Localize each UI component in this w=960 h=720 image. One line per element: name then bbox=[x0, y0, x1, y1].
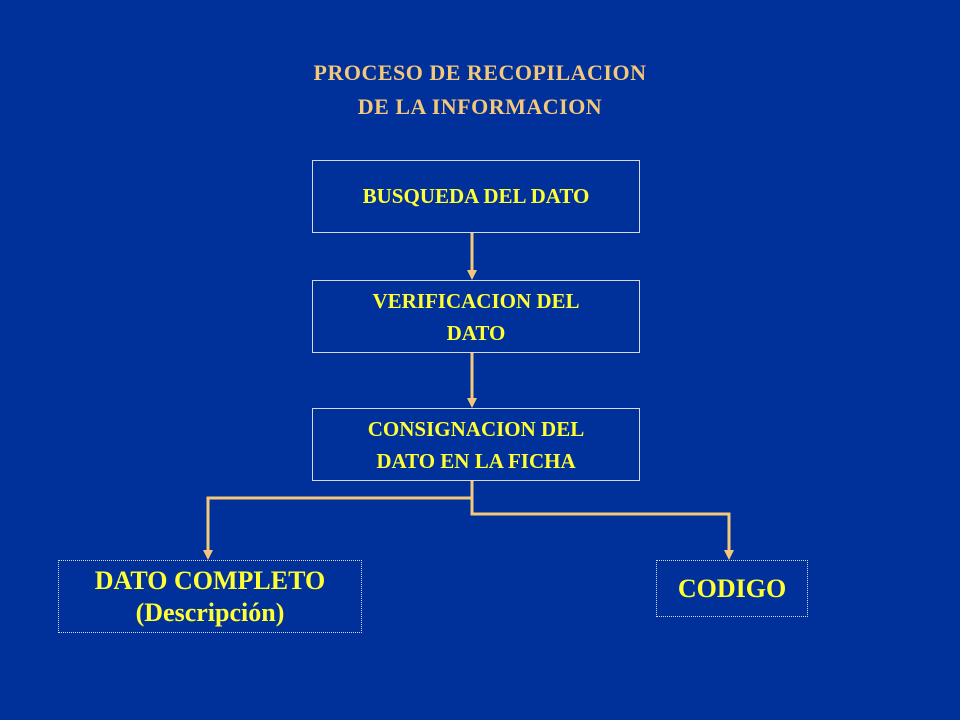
node-verificacion-line-1: VERIFICACION DEL bbox=[372, 288, 580, 313]
node-completo-line-1: DATO COMPLETO bbox=[94, 565, 326, 595]
title-line-2: DE LA INFORMACION bbox=[357, 94, 603, 119]
node-consignacion-del-dato: CONSIGNACION DEL DATO EN LA FICHA bbox=[312, 408, 640, 481]
node-consignacion-line-1: CONSIGNACION DEL bbox=[367, 416, 585, 441]
node-codigo: CODIGO bbox=[656, 560, 808, 617]
connector-consignacion-completo bbox=[203, 481, 474, 560]
node-dato-completo: DATO COMPLETO (Descripción) bbox=[58, 560, 362, 633]
node-busqueda-label: BUSQUEDA DEL DATO bbox=[362, 184, 590, 208]
node-busqueda-del-dato: BUSQUEDA DEL DATO bbox=[312, 160, 640, 233]
node-completo-line-2: (Descripción) bbox=[135, 597, 285, 627]
connector-consignacion-codigo bbox=[470, 498, 734, 560]
title-line-1: PROCESO DE RECOPILACION bbox=[313, 60, 647, 85]
node-consignacion-line-2: DATO EN LA FICHA bbox=[376, 448, 576, 473]
node-verificacion-line-2: DATO bbox=[446, 320, 506, 345]
node-codigo-label: CODIGO bbox=[677, 573, 787, 603]
node-verificacion-del-dato: VERIFICACION DEL DATO bbox=[312, 280, 640, 353]
